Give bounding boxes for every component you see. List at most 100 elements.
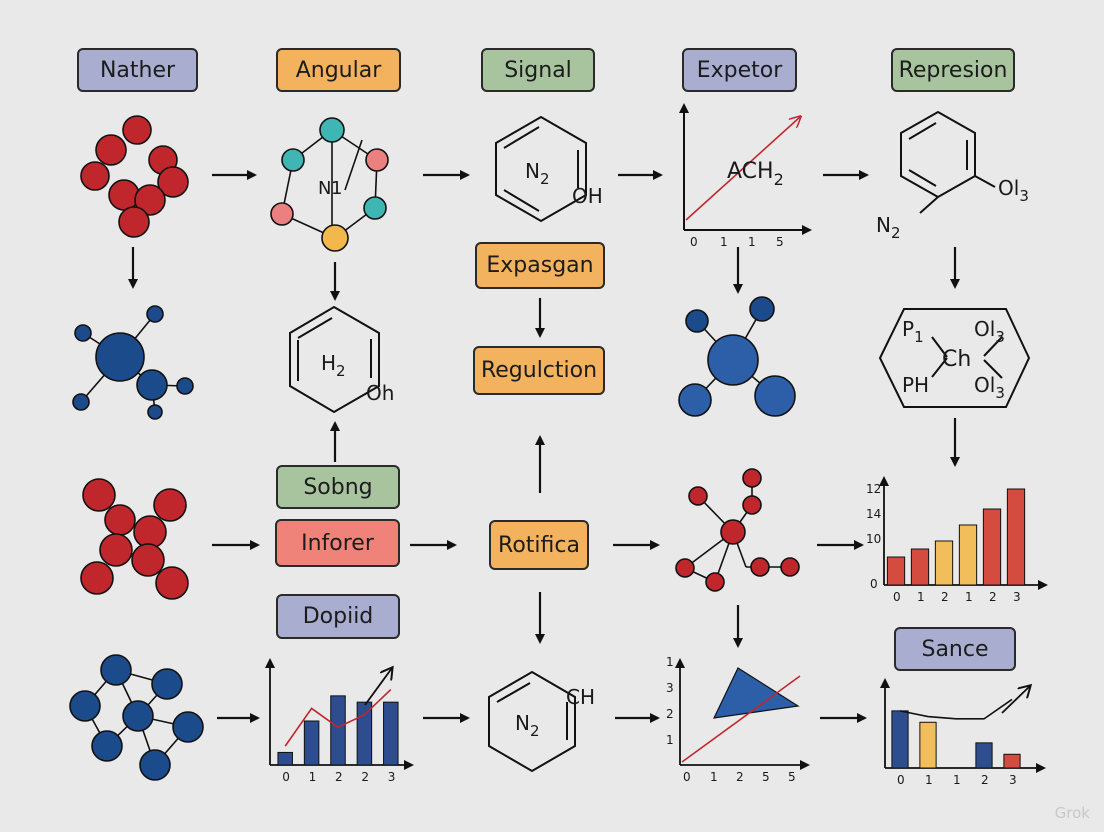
x-tick-label: 2 — [989, 590, 997, 604]
expetor-formula: ACH2 — [727, 159, 784, 189]
label-nather: Nather — [77, 48, 198, 92]
label-signal: Signal — [481, 48, 595, 92]
x-tick-label: 3 — [388, 770, 396, 784]
sance-trend-arrow — [1001, 686, 1030, 714]
label-expasgan: Expasgan — [475, 242, 605, 289]
tri-xtick: 2 — [736, 770, 744, 784]
h2-ring-label: H2 — [321, 351, 346, 380]
dopiid-trend-line — [284, 688, 392, 747]
sance-trend-line — [899, 698, 1013, 720]
red-branched-molecule — [675, 468, 800, 592]
hex-p1: P1 — [902, 317, 924, 346]
angular-center-text: N — [318, 178, 331, 199]
dopiid-bars-chart: 0 1 2 2 3 — [265, 658, 414, 784]
expetor-xtick: 5 — [776, 235, 784, 249]
bar — [277, 751, 293, 766]
label-angular: Angular — [276, 48, 401, 92]
x-tick-label: 3 — [1009, 773, 1017, 787]
x-tick-label: 1 — [953, 773, 961, 787]
rep-ytick: 14 — [866, 507, 881, 521]
bar — [303, 720, 320, 766]
bar — [1006, 488, 1026, 586]
triangle-plot: 1 3 2 1 0 1 2 5 5 — [666, 655, 810, 784]
signal-ring-label: N2 — [525, 159, 550, 188]
bar — [886, 556, 906, 586]
expetor-trend-line — [685, 117, 800, 221]
x-tick-label: 1 — [925, 773, 933, 787]
bottom-ring-ch: CH — [566, 685, 595, 709]
bar — [330, 695, 346, 766]
label-dopiid: Dopiid — [276, 594, 400, 639]
dopiid-bars — [277, 695, 399, 766]
dopiid-xticks: 0 1 2 2 3 — [282, 770, 395, 784]
x-tick-label: 0 — [282, 770, 290, 784]
label-expetor: Expetor — [682, 48, 797, 92]
bottom-ring — [488, 670, 576, 773]
tri-xtick: 5 — [788, 770, 796, 784]
dopiid-trend-arrow — [364, 668, 392, 706]
label-sance: Sance — [894, 627, 1016, 671]
rep-ytick: 12 — [866, 482, 881, 496]
signal-ring — [495, 115, 587, 223]
tri-ytick: 1 — [666, 733, 674, 747]
tri-xtick: 1 — [710, 770, 718, 784]
red-atom-cluster-2 — [80, 478, 189, 600]
sance-bars-chart: 0 1 1 2 3 — [880, 678, 1046, 787]
bar — [383, 701, 399, 766]
h2-ring — [289, 305, 380, 414]
tri-ytick: 2 — [666, 707, 674, 721]
expetor-plot — [679, 103, 812, 235]
sance-xticks: 0 1 1 2 3 — [897, 773, 1017, 787]
red-atom-cluster — [80, 115, 189, 238]
tri-ytick: 1 — [666, 655, 674, 669]
tri-xtick: 0 — [683, 770, 691, 784]
x-tick-label: 1 — [917, 590, 925, 604]
bar — [891, 710, 909, 769]
label-represion: Represion — [891, 48, 1015, 92]
x-tick-label: 1 — [309, 770, 317, 784]
hex-ol3-bottom: Ol3 — [974, 373, 1005, 402]
represion-ring — [900, 110, 996, 214]
bar — [356, 701, 373, 766]
hex-ph: PH — [902, 373, 929, 397]
blue-network — [69, 654, 204, 781]
flow-arrows — [128, 170, 960, 723]
hex-ch: Ch — [942, 347, 971, 372]
x-tick-label: 2 — [335, 770, 343, 784]
bar — [958, 524, 978, 586]
label-rotifica: Rotifica — [489, 520, 589, 570]
bar — [982, 508, 1002, 586]
angular-center-sup: 1 — [331, 178, 342, 199]
represion-ol3: Ol3 — [998, 176, 1029, 205]
blue-molecule-left — [72, 305, 194, 420]
represion-bars — [886, 488, 1026, 586]
x-tick-label: 2 — [981, 773, 989, 787]
triangle-trend-line — [681, 675, 801, 763]
hex-ol3-top: Ol3 — [974, 317, 1005, 346]
bar — [1003, 753, 1021, 769]
label-inforer: Inforer — [275, 519, 400, 567]
bar — [910, 548, 930, 586]
blue-molecule-right — [678, 296, 796, 417]
x-tick-label: 2 — [361, 770, 369, 784]
tri-ytick: 3 — [666, 681, 674, 695]
signal-oh: OH — [572, 184, 603, 208]
watermark-text: Grok — [1054, 804, 1090, 822]
bar — [975, 742, 993, 769]
expetor-xtick: 1 — [720, 235, 728, 249]
bar — [934, 540, 954, 586]
x-tick-label: 0 — [893, 590, 901, 604]
bottom-ring-label: N2 — [515, 711, 540, 740]
label-sobng: Sobng — [276, 465, 400, 509]
x-tick-label: 0 — [897, 773, 905, 787]
rep-ytick: 10 — [866, 532, 881, 546]
represion-n2: N2 — [876, 213, 901, 242]
rep-ytick: 0 — [870, 577, 878, 591]
x-tick-label: 2 — [941, 590, 949, 604]
expetor-xtick: 1 — [748, 235, 756, 249]
sance-bars — [891, 710, 1021, 769]
